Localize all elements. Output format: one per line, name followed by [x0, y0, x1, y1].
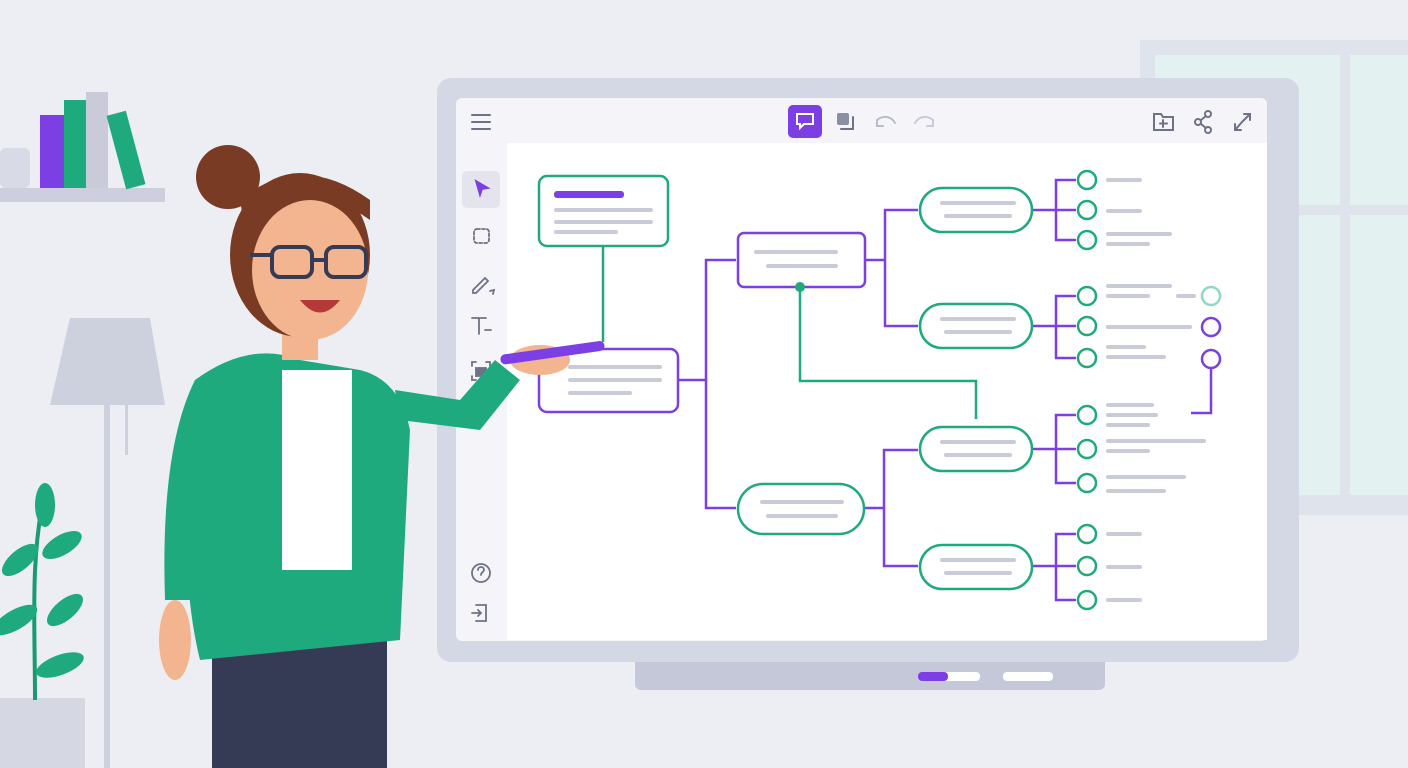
comment-icon [796, 113, 814, 131]
mind-map-node[interactable] [918, 425, 1034, 473]
undo-icon[interactable] [876, 115, 896, 127]
redo-icon[interactable] [914, 115, 934, 127]
mind-map-node[interactable] [918, 302, 1034, 350]
pager-dot[interactable] [1003, 672, 1053, 681]
fullscreen-icon[interactable] [1234, 113, 1251, 131]
mind-map-node[interactable] [918, 543, 1034, 591]
menu-icon[interactable] [471, 114, 491, 130]
side-toolbar [462, 171, 500, 622]
help-icon[interactable] [471, 563, 491, 583]
exit-icon[interactable] [471, 604, 487, 622]
bookshelf [0, 92, 165, 202]
comment-button[interactable] [788, 105, 822, 138]
select-cursor-icon [474, 179, 491, 199]
plant [0, 483, 85, 768]
floor-lamp [50, 318, 165, 768]
marker-pen [500, 341, 605, 365]
add-folder-icon[interactable] [1153, 113, 1174, 131]
layers-icon[interactable] [837, 113, 854, 130]
mind-map-node[interactable] [918, 186, 1034, 234]
mind-map [537, 169, 1222, 611]
glasses [250, 245, 368, 279]
presenter [159, 145, 605, 768]
share-icon[interactable] [1194, 110, 1212, 134]
text-tool-icon[interactable] [471, 317, 492, 335]
top-toolbar [471, 105, 1251, 138]
pencil-icon[interactable] [472, 276, 496, 295]
lasso-select-icon[interactable] [473, 228, 490, 244]
mind-map-node[interactable] [736, 231, 867, 289]
mind-map-node[interactable] [736, 482, 866, 536]
